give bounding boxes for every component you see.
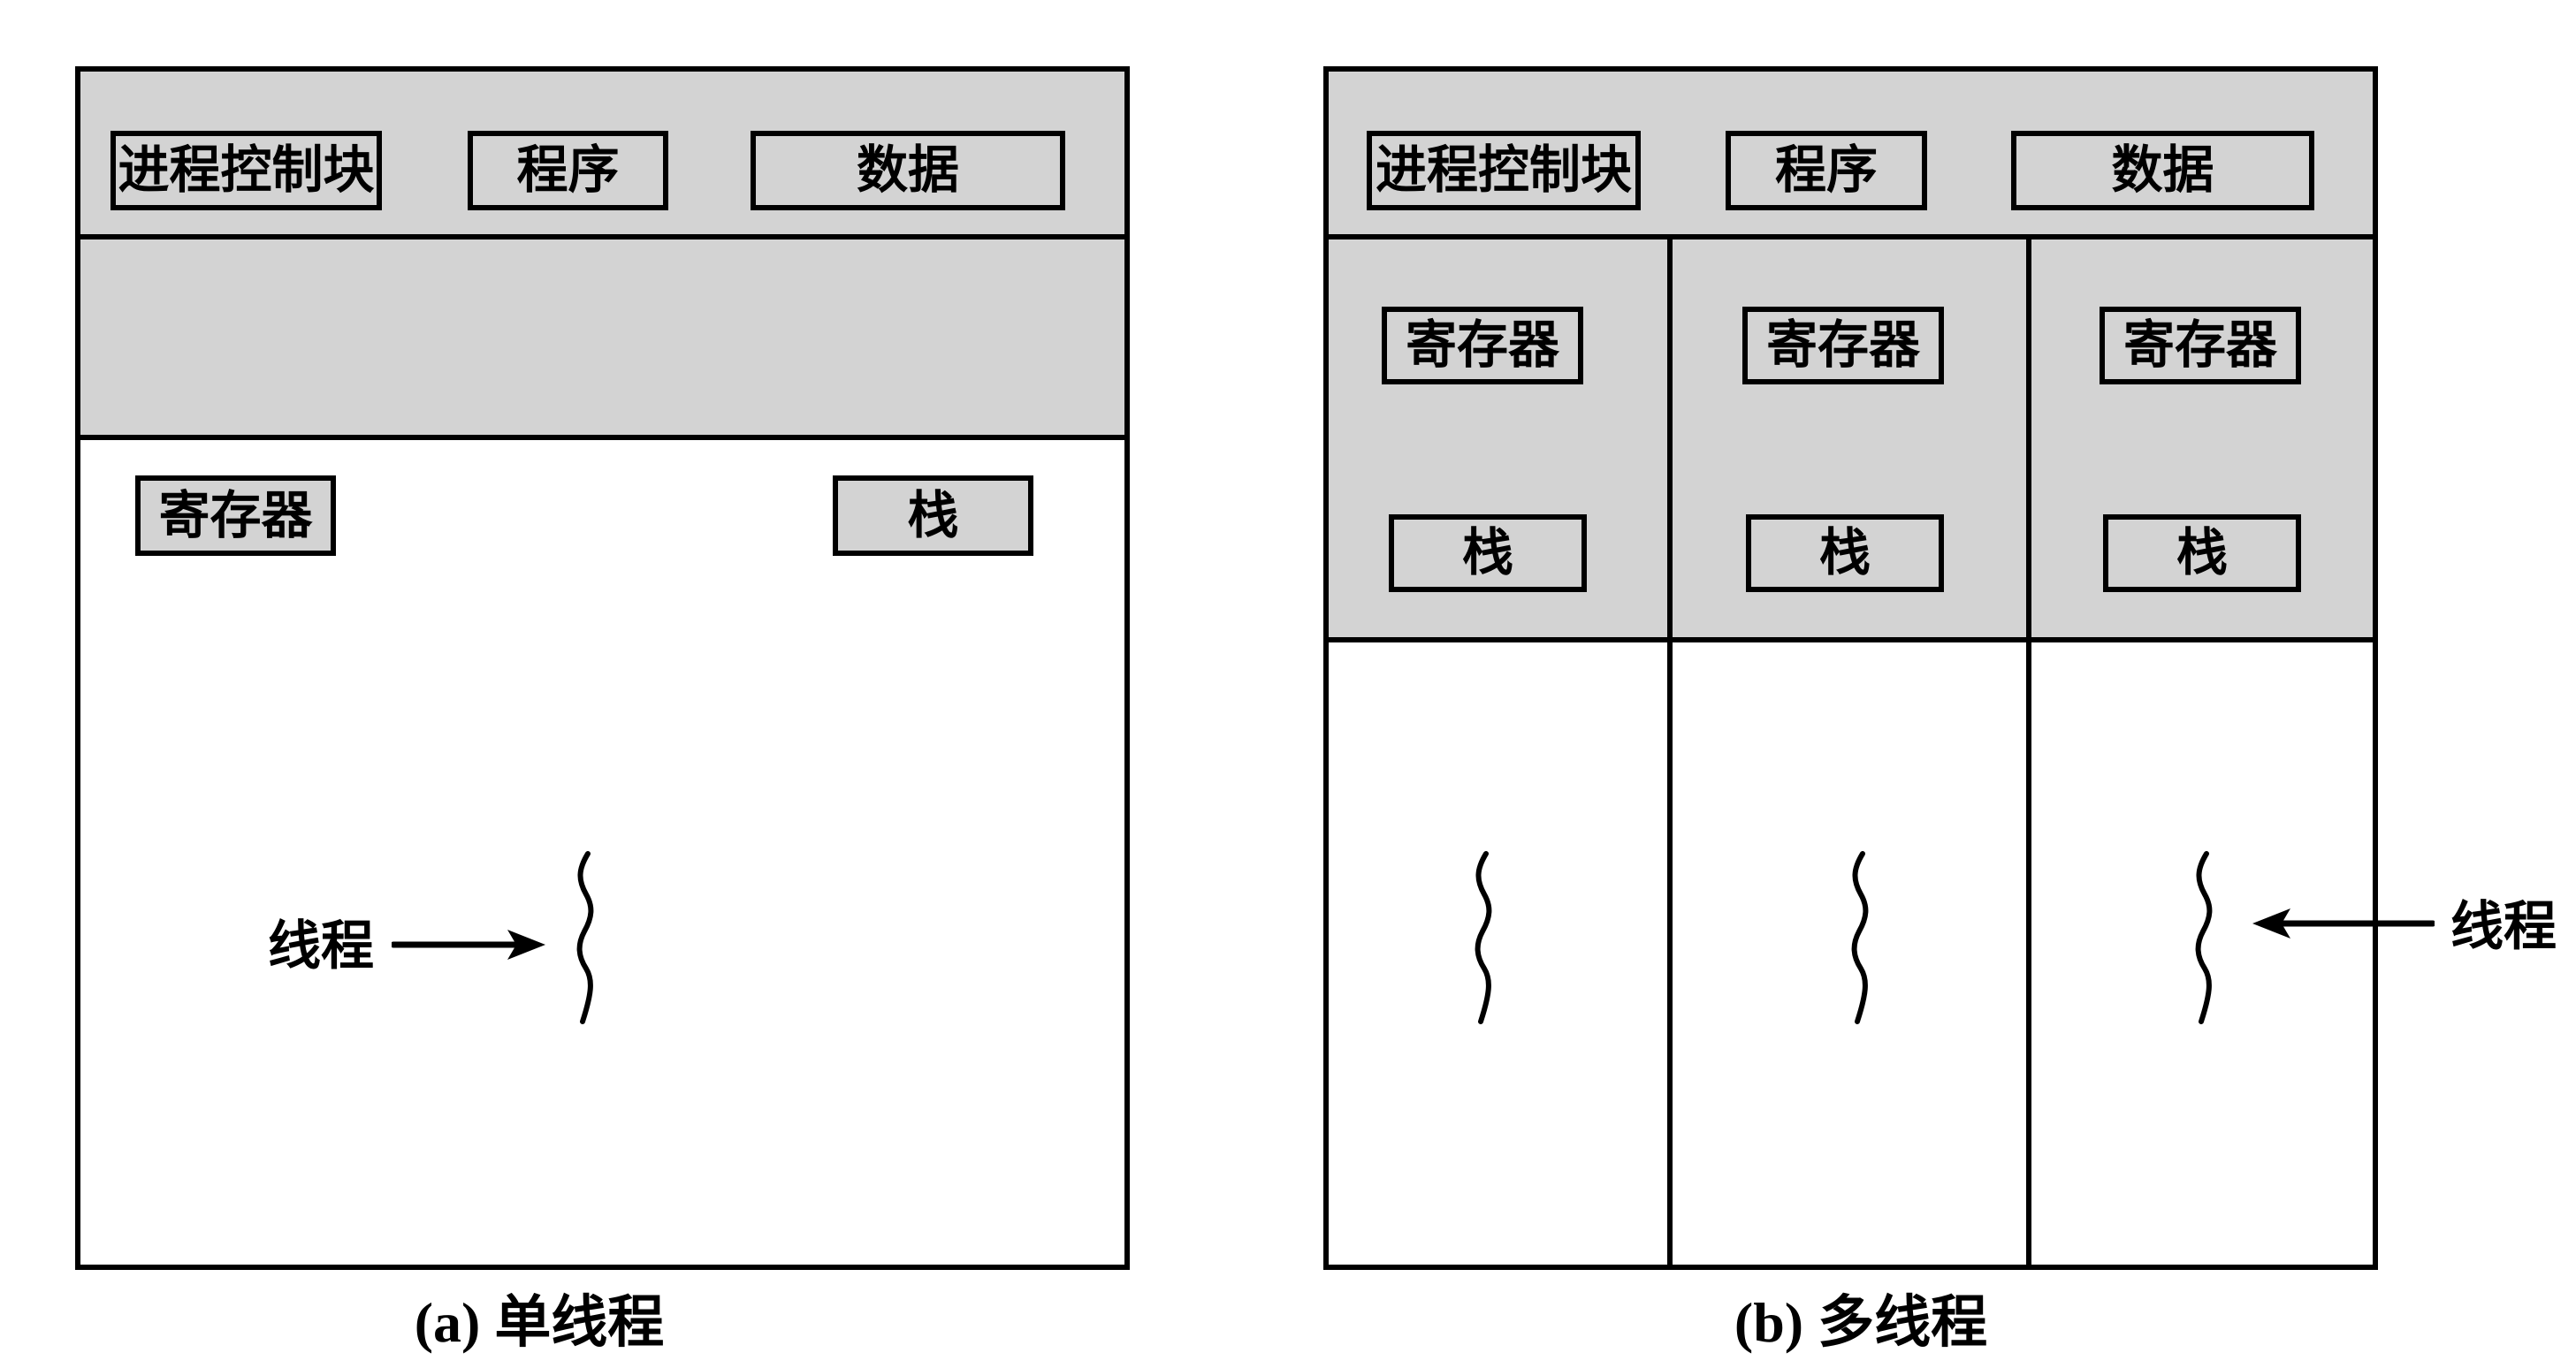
thread-squiggle-icon [1467,850,1499,1025]
caption-multi-thread: (b) 多线程 [1734,1291,1988,1354]
stack-label: 栈 [907,486,959,544]
program-label: 程序 [1774,141,1878,199]
registers-label: 寄存器 [2123,316,2277,374]
thread-label: 线程 [268,917,374,976]
data-box: 数据 [2011,131,2314,210]
registers-label: 寄存器 [1765,316,1920,374]
process-header-row: 进程控制块 程序 数据 [80,72,1124,239]
stack-box: 栈 [833,475,1033,556]
thread-context-row: 寄存器 栈 [80,239,1124,556]
panel-multi-thread-process: 进程控制块 程序 数据 寄存器 寄存器 寄存器 栈 栈 栈 [1323,66,2378,1270]
program-box: 程序 [1726,131,1927,210]
pcb-box: 进程控制块 [111,131,382,210]
stack-box: 栈 [1746,514,1944,592]
program-box: 程序 [468,131,668,210]
stack-box: 栈 [1389,514,1587,592]
data-label: 数据 [856,141,959,199]
pcb-label: 进程控制块 [1375,141,1632,199]
stack-label: 栈 [1818,524,1871,581]
registers-label: 寄存器 [158,486,313,544]
thread-squiggle-icon [2188,850,2220,1025]
program-label: 程序 [516,141,620,199]
panel-single-thread-process: 进程控制块 程序 数据 寄存器 栈 [75,66,1130,1270]
column-divider [1667,239,1673,1265]
stack-box: 栈 [2103,514,2301,592]
registers-box: 寄存器 [135,475,336,556]
registers-box: 寄存器 [1742,307,1944,384]
data-label: 数据 [2111,141,2214,199]
registers-box: 寄存器 [2100,307,2301,384]
data-box: 数据 [751,131,1065,210]
registers-box: 寄存器 [1382,307,1583,384]
pcb-label: 进程控制块 [118,141,375,199]
stack-label: 栈 [2176,524,2228,581]
arrow-right-icon [392,925,545,964]
arrow-left-icon [2252,904,2435,943]
caption-single-thread: (a) 单线程 [414,1291,665,1354]
column-divider [2026,239,2031,1265]
stack-label: 栈 [1461,524,1513,581]
thread-label: 线程 [2450,898,2557,956]
pcb-box: 进程控制块 [1367,131,1641,210]
process-header-row: 进程控制块 程序 数据 [1329,72,2373,239]
thread-squiggle-icon [1844,850,1876,1025]
thread-squiggle-icon [569,850,601,1025]
registers-label: 寄存器 [1405,316,1559,374]
